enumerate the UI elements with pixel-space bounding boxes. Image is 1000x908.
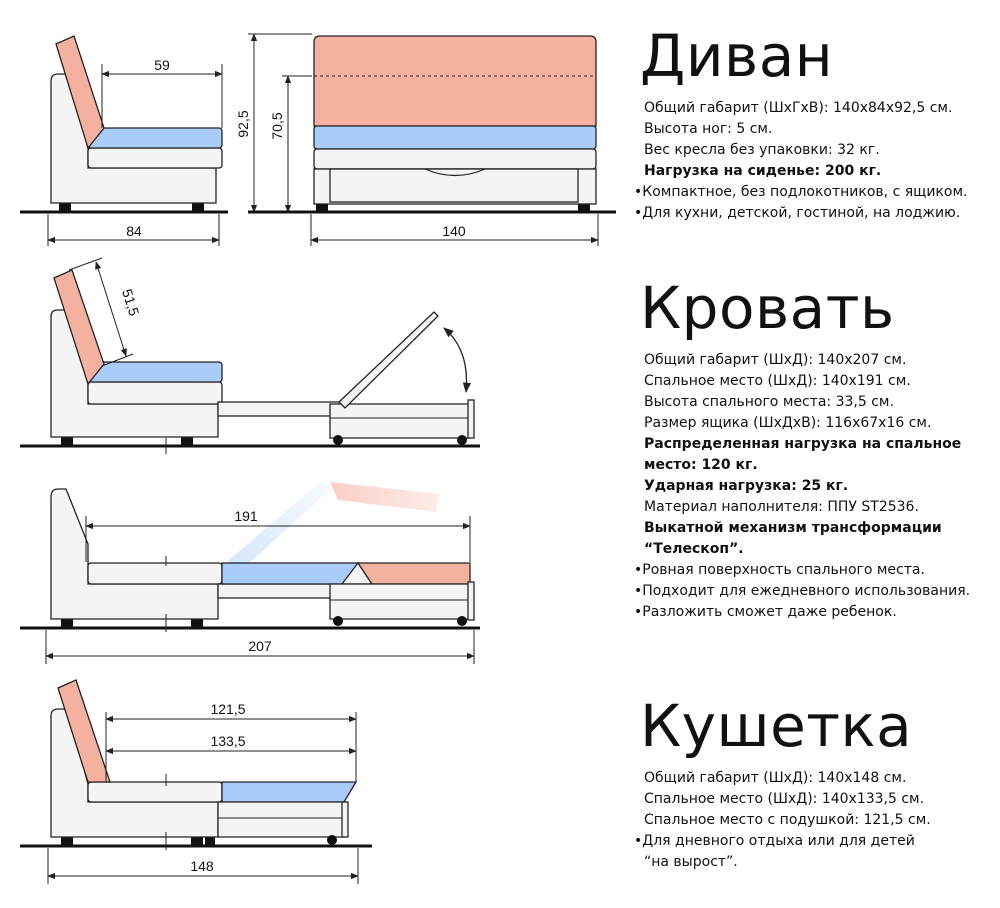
dim-label-back-height: 70,5 [269,112,285,139]
wheel [457,616,467,626]
back-cushion [55,35,105,150]
spec-line: место: 120 кг. [644,457,758,473]
section-title: Кровать [640,274,895,342]
spec-bullet: Ровная поверхность спального места. [634,560,995,581]
rail [217,401,343,417]
foot [61,619,73,629]
bed-lifting-view [20,257,480,454]
pull-out-frame [329,403,471,439]
back-cushion-laid [356,562,471,585]
spec-line: Размер ящика (ШхДхВ): 116х67х16 см. [644,415,932,431]
furniture-drawings: 59 84 92,5 70,5 140 51,5 191 207 121,5 1… [20,33,616,884]
seat-cushion-extended [221,781,358,803]
back-cushion [57,679,111,783]
sofa-front-view [248,35,616,246]
spec-line: “Телескоп”. [644,541,744,557]
spec-line: Материал наполнителя: ППУ ST2536. [644,499,919,515]
seat-base [87,381,223,405]
spec-line: Общий габарит (ШхД): 140х148 см. [644,770,907,786]
seat-base [87,781,223,803]
spec-bullet: Подходит для ежедневного использования. [634,581,995,602]
seat-base [313,148,597,170]
foot [192,203,204,213]
dim-label-couch-b: 133,5 [210,733,245,749]
spec-line: Ударная нагрузка: 25 кг. [644,478,849,494]
dim-label-couch-total: 148 [190,858,214,874]
section-sofa: Диван Общий габарит (ШхГхВ): 140х84х92,5… [640,24,995,224]
spec-bullet: Для дневного отдыха или для детей [634,831,995,852]
dim-label-bed-total: 207 [248,638,272,654]
back-cushion [53,269,105,386]
rotation-arrow [443,327,472,394]
spec-line: Общий габарит (ШхГхВ): 140х84х92,5 см. [644,100,953,116]
dim-label-total-height: 92,5 [235,110,251,137]
motion-trail-seat [222,482,334,566]
spec-line: Высота спального места: 33,5 см. [644,394,894,410]
dim-label-sofa-front-width: 140 [442,223,466,239]
spec-line: “на вырост”. [644,854,738,870]
dim-label-back-length: 51,5 [119,287,143,318]
wheel [333,616,343,626]
foot [316,203,328,213]
foot [59,203,71,213]
pull-out-frame [217,801,345,838]
section-title: Диван [640,22,834,90]
couch-view [20,679,372,884]
seat-cushion [313,125,597,150]
foot [61,837,73,847]
dim-label-seat-depth: 59 [154,57,170,73]
sofa-frame [50,488,219,620]
motion-trail-back [330,482,440,512]
section-bed: Кровать Общий габарит (ШхД): 140х207 см.… [640,276,995,623]
seat-base [87,147,223,169]
pull-out-frame [329,583,471,620]
foot [191,837,203,847]
spec-line: Спальное место (ШхД): 140х191 см. [644,373,911,389]
wheel [327,835,337,845]
dim-label-sofa-side-width: 84 [126,223,142,239]
rail [217,583,339,599]
wheel [457,435,467,445]
bed-unfolded-view [20,482,480,664]
seat-base [87,562,223,585]
dim-label-sleep-length: 191 [234,508,258,524]
foot [61,437,73,447]
wheel [333,435,343,445]
dim-label-couch-a: 121,5 [210,701,245,717]
spec-line: Вес кресла без упаковки: 32 кг. [644,142,880,158]
sofa-frame [50,73,217,204]
back-cushion [313,35,597,127]
section-title: Кушетка [640,692,913,760]
spec-line: Спальное место с подушкой: 121,5 см. [644,812,931,828]
spec-bullet: Для кухни, детской, гостиной, на лоджию. [634,203,995,224]
section-couch: Кушетка Общий габарит (ШхД): 140х148 см.… [640,694,995,873]
spec-bullet: Разложить сможет даже ребенок. [634,602,995,623]
foot [181,437,193,447]
spec-line: Нагрузка на сиденье: 200 кг. [644,163,882,179]
foot [205,837,215,847]
spec-line: Общий габарит (ШхД): 140х207 см. [644,352,907,368]
foot [578,203,590,213]
seat-cushion [87,361,223,383]
spec-line: Выкатной механизм трансформации [644,520,942,536]
spec-line: Распределенная нагрузка на спальное [644,436,962,452]
spec-line: Спальное место (ШхД): 140х133,5 см. [644,791,925,807]
seat-cushion-laid [221,562,359,585]
spec-bullet: Компактное, без подлокотников, с ящиком. [634,182,995,203]
foot [191,619,203,629]
drawer [329,168,579,203]
spec-line: Высота ног: 5 см. [644,121,773,137]
dim-back-line [95,261,127,357]
seat-cushion [87,127,223,149]
sofa-side-view [20,33,312,246]
lifting-panel [338,311,439,409]
